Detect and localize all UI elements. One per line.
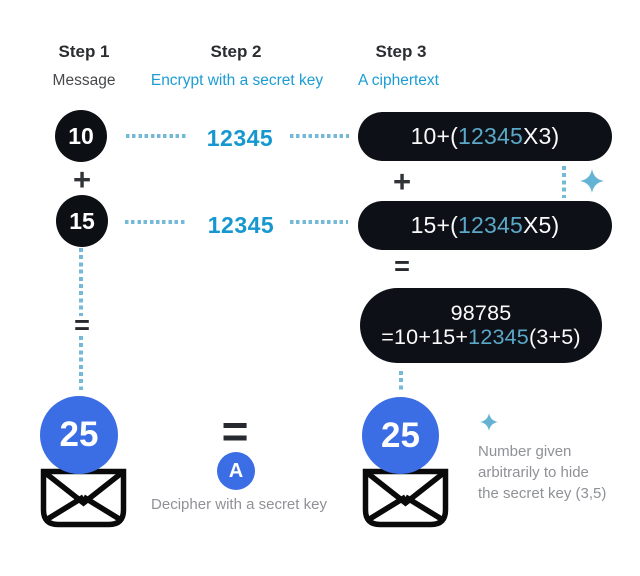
message-plus-operator: +	[72, 162, 92, 197]
message-value-1: 10	[68, 122, 94, 149]
sum-key: 12345	[468, 324, 529, 349]
ciphertext-2-suffix: X5)	[523, 212, 560, 238]
step1-title: Step 1	[58, 42, 110, 61]
ciphertext-2-prefix: 15+(	[410, 212, 459, 238]
sparkle-icon	[580, 169, 604, 198]
ciphertext-sum-pill: 98785 =10+15+12345(3+5)	[360, 288, 602, 363]
note-line-1: Number given	[478, 443, 572, 460]
step2-title: Step 2	[210, 42, 262, 61]
message-value-2: 15	[69, 207, 95, 234]
ciphertext-sum-value: 98785	[450, 300, 512, 325]
sum-prefix: =10+15+	[381, 324, 469, 349]
connector-row2-right	[290, 220, 348, 224]
cipher-result-circle: 25	[362, 397, 439, 474]
note-line-3: the secret key (3,5)	[478, 485, 607, 502]
step3-subtitle: A ciphertext	[358, 72, 439, 89]
ciphertext-1-prefix: 10+(	[410, 123, 459, 149]
connector-row1-left	[126, 134, 186, 138]
message-result-circle: 25	[40, 396, 118, 474]
ciphertext-2-key: 12345	[458, 212, 524, 238]
connector-row1-right	[290, 134, 349, 138]
connector-sum-to-result	[399, 371, 403, 392]
decipher-key-badge: A	[217, 452, 255, 490]
step1-subtitle: Message	[52, 72, 116, 89]
connector-sparkle-vertical	[562, 166, 566, 198]
secret-key-note: Number given arbitrarily to hide the sec…	[478, 441, 606, 504]
decipher-equals-operator: =	[221, 405, 249, 457]
secret-key-2: 12345	[207, 212, 275, 238]
connector-row2-left	[125, 220, 185, 224]
message-result: 25	[59, 415, 99, 454]
cipher-equals-operator: =	[394, 251, 410, 281]
connector-message-vertical-top	[79, 248, 83, 316]
ciphertext-sum-expansion: =10+15+12345(3+5)	[381, 324, 581, 350]
ciphertext-1-key: 12345	[458, 123, 524, 149]
decipher-caption: Decipher with a secret key	[151, 496, 327, 513]
secret-key-1: 12345	[206, 125, 274, 151]
step2-subtitle: Encrypt with a secret key	[150, 72, 324, 89]
sparkle-icon	[480, 413, 498, 436]
cipher-result: 25	[381, 415, 420, 455]
cipher-plus-operator: +	[392, 164, 412, 199]
message-equals-operator: =	[74, 310, 90, 340]
note-line-2: arbitrarily to hide	[478, 464, 589, 481]
decipher-key-letter: A	[228, 459, 244, 482]
envelope-icon	[39, 467, 128, 534]
envelope-icon	[361, 467, 450, 534]
step3-title: Step 3	[375, 42, 427, 61]
ciphertext-1-suffix: X3)	[523, 123, 560, 149]
connector-message-vertical-bottom	[79, 336, 83, 390]
message-value-1-circle: 10	[55, 110, 107, 162]
sum-suffix: (3+5)	[528, 324, 581, 349]
message-value-2-circle: 15	[56, 195, 108, 247]
